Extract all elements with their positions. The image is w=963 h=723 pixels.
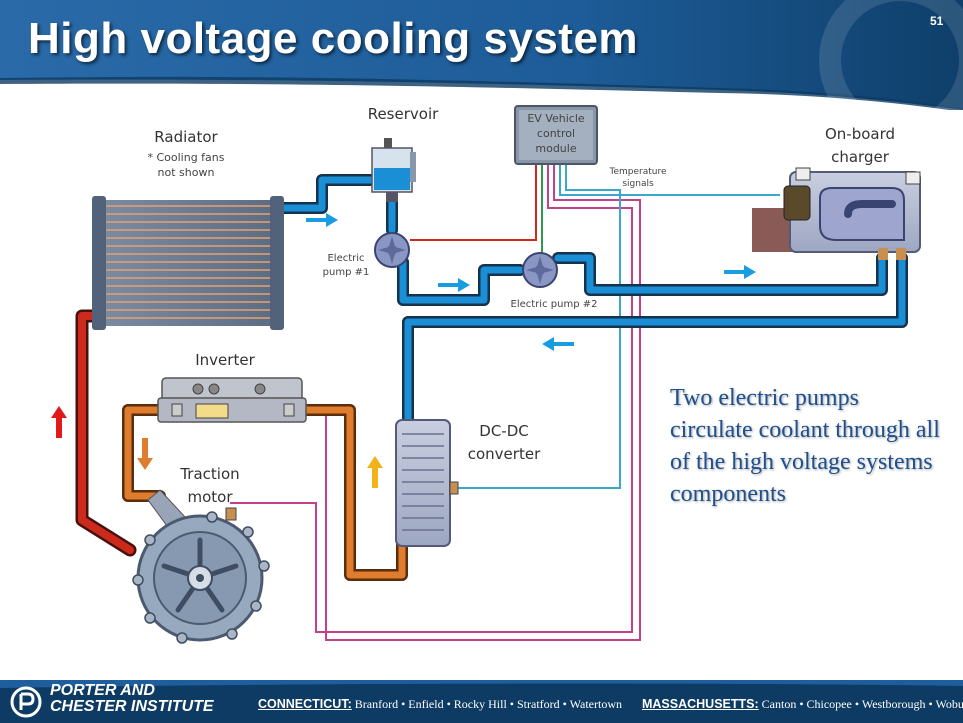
footer-locations: CONNECTICUT: Branford • Enfield • Rocky … [258, 697, 963, 712]
flow-arrows [51, 213, 756, 488]
vcm-label-line-2: control [536, 127, 576, 140]
towns-massachusetts: Canton • Chicopee • Westborough • Woburn [761, 697, 963, 711]
vcm-label-line-1: EV Vehicle [527, 112, 585, 125]
footer-logo-text: PORTER AND CHESTER INSTITUTE [50, 683, 214, 715]
charger-label-line-1: On-board [824, 125, 896, 143]
pump-1-label-line-2: pump #1 [322, 267, 370, 278]
reservoir-label: Reservoir [367, 105, 439, 123]
charger-label-line-2: charger [831, 148, 889, 166]
pump-2-label: Electric pump #2 [510, 299, 598, 310]
footer-band [0, 680, 963, 723]
radiator [92, 196, 284, 330]
state-connecticut: CONNECTICUT: [258, 697, 352, 711]
orange-hoses [122, 404, 408, 581]
porter-chester-logo-icon [10, 686, 42, 718]
motor-label-line-1: Traction [180, 465, 240, 483]
logo-line-1: PORTER AND [50, 682, 155, 699]
reservoir [371, 138, 416, 202]
logo-line-2: CHESTER INSTITUTE [50, 698, 214, 715]
vehicle-control-module [514, 105, 598, 165]
pump-2 [522, 252, 558, 288]
slide-number: 51 [930, 14, 944, 28]
dcdc-label-line-2: converter [467, 445, 541, 463]
blue-hoses [270, 174, 908, 424]
inverter [157, 377, 307, 423]
radiator-label: Radiator [154, 128, 218, 146]
towns-connecticut: Branford • Enfield • Rocky Hill • Stratf… [354, 697, 622, 711]
radiator-note-line-2: not shown [157, 166, 215, 179]
cooling-diagram [51, 105, 921, 644]
pump-1 [374, 232, 410, 268]
header-background [0, 0, 963, 110]
temperature-label-line-2: signals [622, 179, 654, 189]
caption-text: Two electric pumps circulate coolant thr… [670, 385, 940, 507]
dc-dc-converter [395, 419, 459, 547]
inverter-label: Inverter [195, 351, 255, 369]
motor-label-line-2: motor [187, 488, 233, 506]
vcm-label-line-3: module [535, 142, 577, 155]
radiator-note-line-1: * Cooling fans [147, 151, 225, 164]
traction-motor [132, 489, 270, 644]
slide-title: High voltage cooling system [28, 14, 639, 63]
dcdc-label-line-1: DC-DC [479, 422, 529, 440]
pump-1-label-line-1: Electric [327, 253, 365, 264]
temperature-label-line-1: Temperature [609, 167, 667, 177]
red-hose [75, 309, 137, 557]
on-board-charger [752, 167, 921, 260]
state-massachusetts: MASSACHUSETTS: [641, 697, 759, 711]
